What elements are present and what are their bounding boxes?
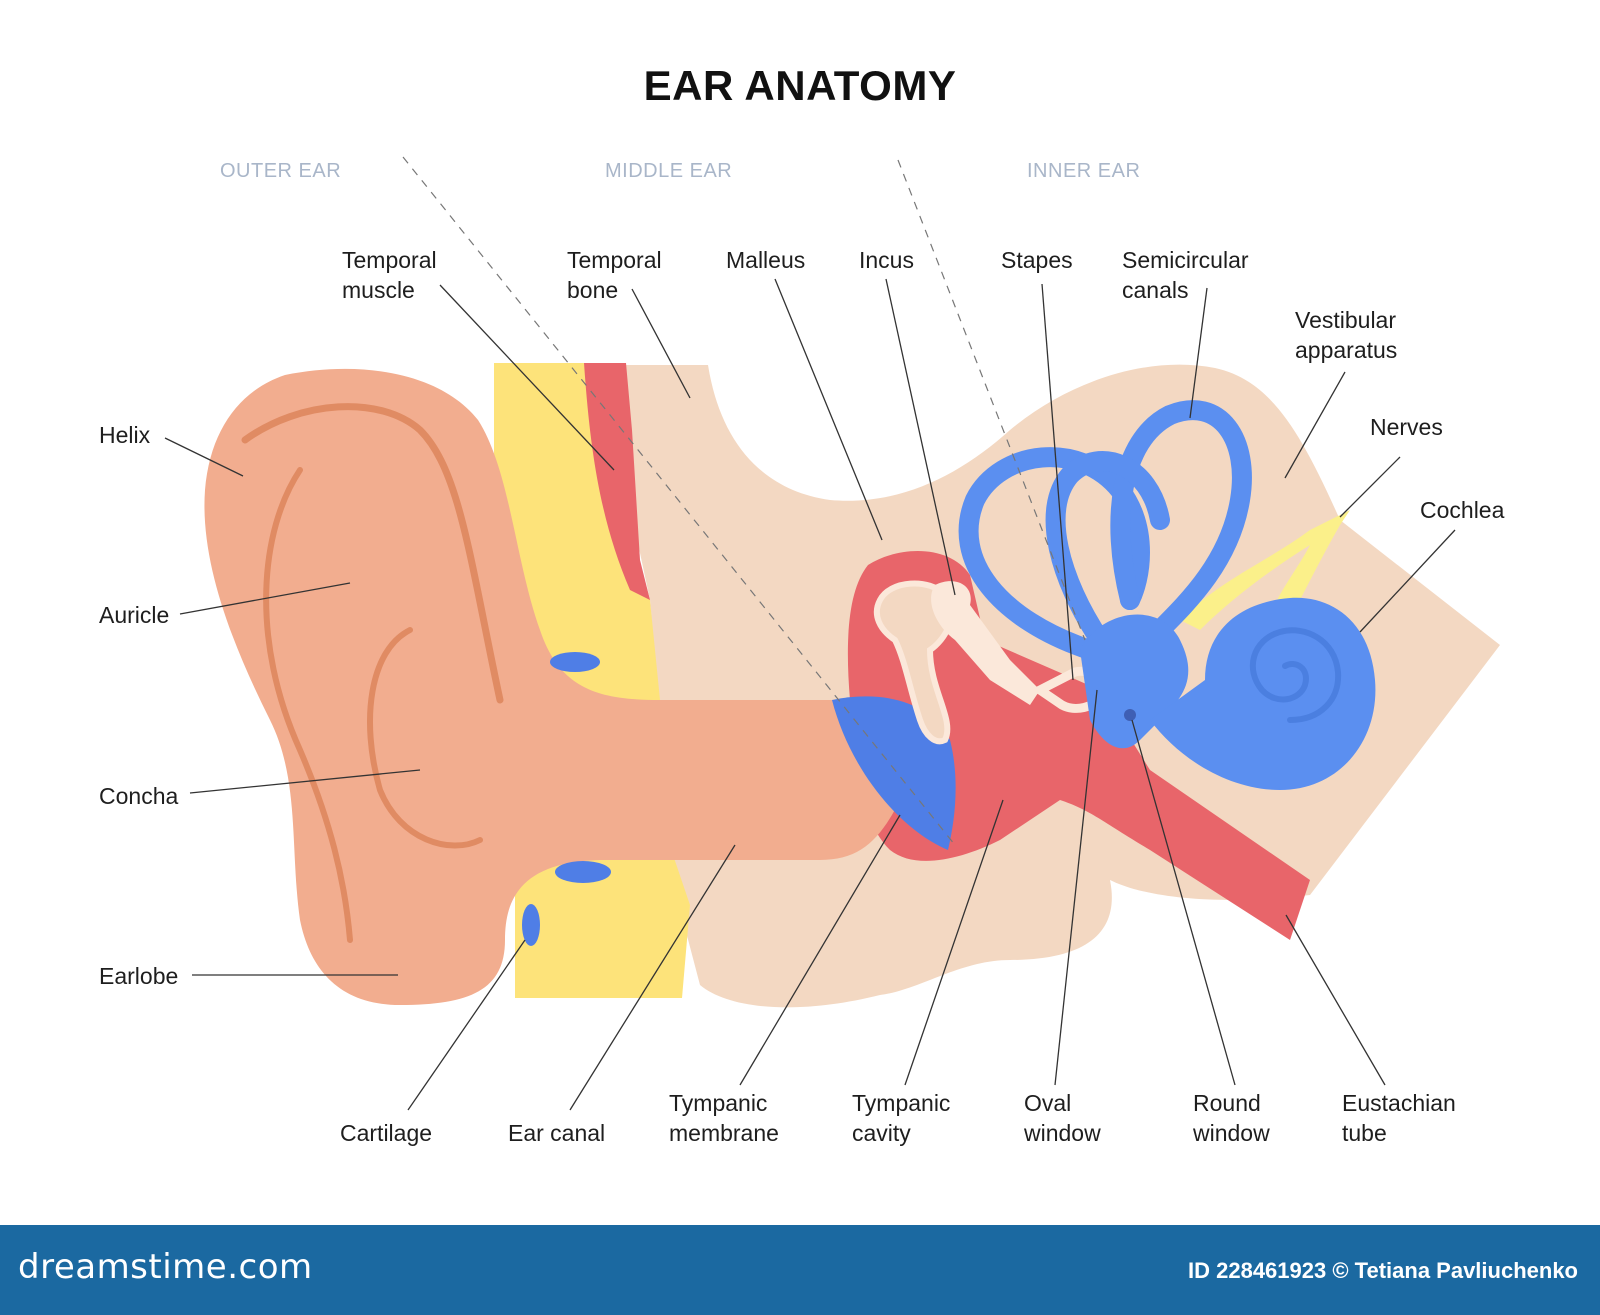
watermark-bar: dreamstime.com ID 228461923 © Tetiana Pa… [0, 1225, 1600, 1315]
leader-malleus [774, 278, 883, 541]
leader-tympanic-membrane [739, 814, 901, 1086]
region-inner-ear: INNER EAR [1027, 160, 1141, 182]
leader-vestibular-apparatus [1284, 371, 1346, 479]
leader-stapes [1041, 283, 1074, 681]
leader-cochlea [1359, 529, 1456, 633]
label-malleus: Malleus [726, 247, 806, 273]
label-helix: Helix [99, 422, 151, 448]
antihelix-fold-line [263, 467, 353, 943]
semicircular-canals-shape [958, 400, 1252, 660]
label-stapes: Stapes [1001, 247, 1073, 273]
leader-semicircular-canals [1189, 287, 1208, 419]
nerve-shape [1180, 510, 1350, 630]
region-outer-ear: OUTER EAR [220, 160, 342, 182]
temporal-muscle-shape [584, 363, 650, 600]
auricle-shape [204, 368, 900, 1005]
vessel-oval-2 [555, 861, 611, 883]
watermark-logo: dreamstime.com [18, 1247, 313, 1287]
region-divider-outer-middle [402, 156, 956, 846]
label-tympanic-cavity: Tympanic cavity [852, 1090, 951, 1146]
label-temporal-bone: Temporal bone [567, 247, 662, 303]
vessel-oval-1 [550, 652, 600, 672]
label-earlobe: Earlobe [99, 963, 179, 989]
leader-helix [164, 437, 244, 477]
page-title: EAR ANATOMY [643, 62, 957, 109]
label-semicircular-canals: Semicircular canals [1122, 247, 1249, 303]
helix-fold-line [241, 403, 504, 704]
leader-ear-canal [569, 844, 736, 1111]
region-middle-ear: MIDDLE EAR [605, 160, 733, 182]
leader-eustachian-tube [1285, 914, 1386, 1086]
label-oval-window: Oval window [1024, 1090, 1101, 1146]
round-window-dot [1124, 709, 1136, 721]
leader-round-window [1131, 719, 1236, 1086]
label-tympanic-membrane: Tympanic membrane [669, 1090, 779, 1146]
leader-concha [189, 769, 421, 794]
leader-nerves [1339, 456, 1401, 518]
label-temporal-muscle: Temporal muscle [342, 247, 437, 303]
concha-fold-line [367, 627, 483, 849]
label-eustachian-tube: Eustachian tube [1342, 1090, 1456, 1146]
label-round-window: Round window [1193, 1090, 1270, 1146]
label-nerves: Nerves [1370, 414, 1443, 440]
label-incus: Incus [859, 247, 914, 273]
leader-temporal-muscle [439, 284, 615, 471]
label-concha: Concha [99, 783, 179, 809]
vessel-oval-3 [522, 904, 540, 946]
label-vestibular-apparatus: Vestibular apparatus [1295, 307, 1398, 363]
leader-cartilage [407, 939, 526, 1111]
label-cartilage: Cartilage [340, 1120, 433, 1146]
leader-incus [885, 278, 956, 596]
label-auricle: Auricle [99, 602, 170, 628]
label-ear-canal: Ear canal [508, 1120, 606, 1146]
leader-tympanic-cavity [904, 799, 1004, 1086]
leader-auricle [179, 582, 351, 615]
region-divider-middle-inner [897, 159, 1086, 641]
cartilage-upper-shape [494, 363, 660, 700]
leader-oval-window [1054, 689, 1098, 1086]
label-cochlea: Cochlea [1420, 497, 1505, 523]
leader-temporal-bone [631, 288, 691, 399]
watermark-credit: ID 228461923 © Tetiana Pavliuchenko [1188, 1258, 1578, 1283]
cochlea-shape [1150, 597, 1376, 790]
cartilage-lower-shape [515, 852, 690, 998]
incus-shape [931, 581, 1040, 705]
